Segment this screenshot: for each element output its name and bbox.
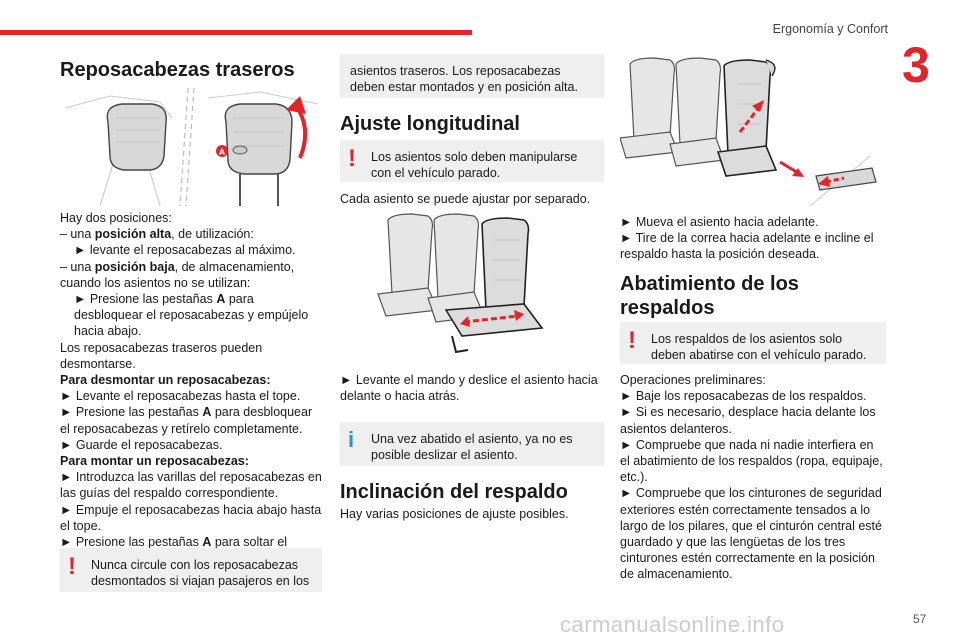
warning-box-longitudinal: ! Los asientos solo deben manipularse co…: [340, 140, 604, 182]
warning-icon: !: [348, 145, 356, 172]
chapter-number: 3: [902, 37, 930, 93]
warning-icon: !: [68, 553, 76, 580]
warning-icon: !: [628, 327, 636, 354]
section-title: Ergonomía y Confort: [772, 22, 888, 36]
label-a: A: [219, 147, 226, 157]
longitudinal-heading: Ajuste longitudinal: [340, 113, 520, 135]
fold-heading: Abatimiento de los respaldos: [620, 273, 799, 320]
headrest-body: Hay dos posiciones: – una posición alta,…: [60, 211, 322, 565]
headrest-heading: Reposacabezas traseros: [60, 59, 295, 81]
recline-intro: Hay varias posiciones de ajuste posibles…: [340, 507, 569, 521]
recline-strap-illustration: [620, 57, 877, 206]
longitudinal-step: ► Levante el mando y deslice el asiento …: [340, 373, 598, 404]
header-accent-bar: [0, 30, 472, 35]
warning-box-continued: asientos traseros. Los reposacabezas deb…: [340, 54, 604, 98]
headrest-illustration: A: [64, 88, 319, 206]
seat-slide-illustration: [377, 213, 544, 354]
warning-box-headrests: ! Nunca circule con los reposacabezas de…: [60, 548, 322, 592]
recline-heading: Inclinación del respaldo: [340, 481, 568, 503]
page-number: 57: [913, 612, 927, 626]
watermark: carmanualsonline.info: [560, 612, 785, 637]
recline-steps: ► Mueva el asiento hacia adelante. ► Tir…: [620, 215, 874, 262]
warning-box-fold: ! Los respaldos de los asientos solo deb…: [620, 322, 886, 364]
longitudinal-intro: Cada asiento se puede ajustar por separa…: [340, 192, 591, 206]
info-box-slide: i Una vez abatido el asiento, ya no es p…: [340, 422, 604, 466]
fold-body: Operaciones preliminares: ► Baje los rep…: [620, 373, 883, 582]
info-icon: i: [348, 427, 355, 452]
